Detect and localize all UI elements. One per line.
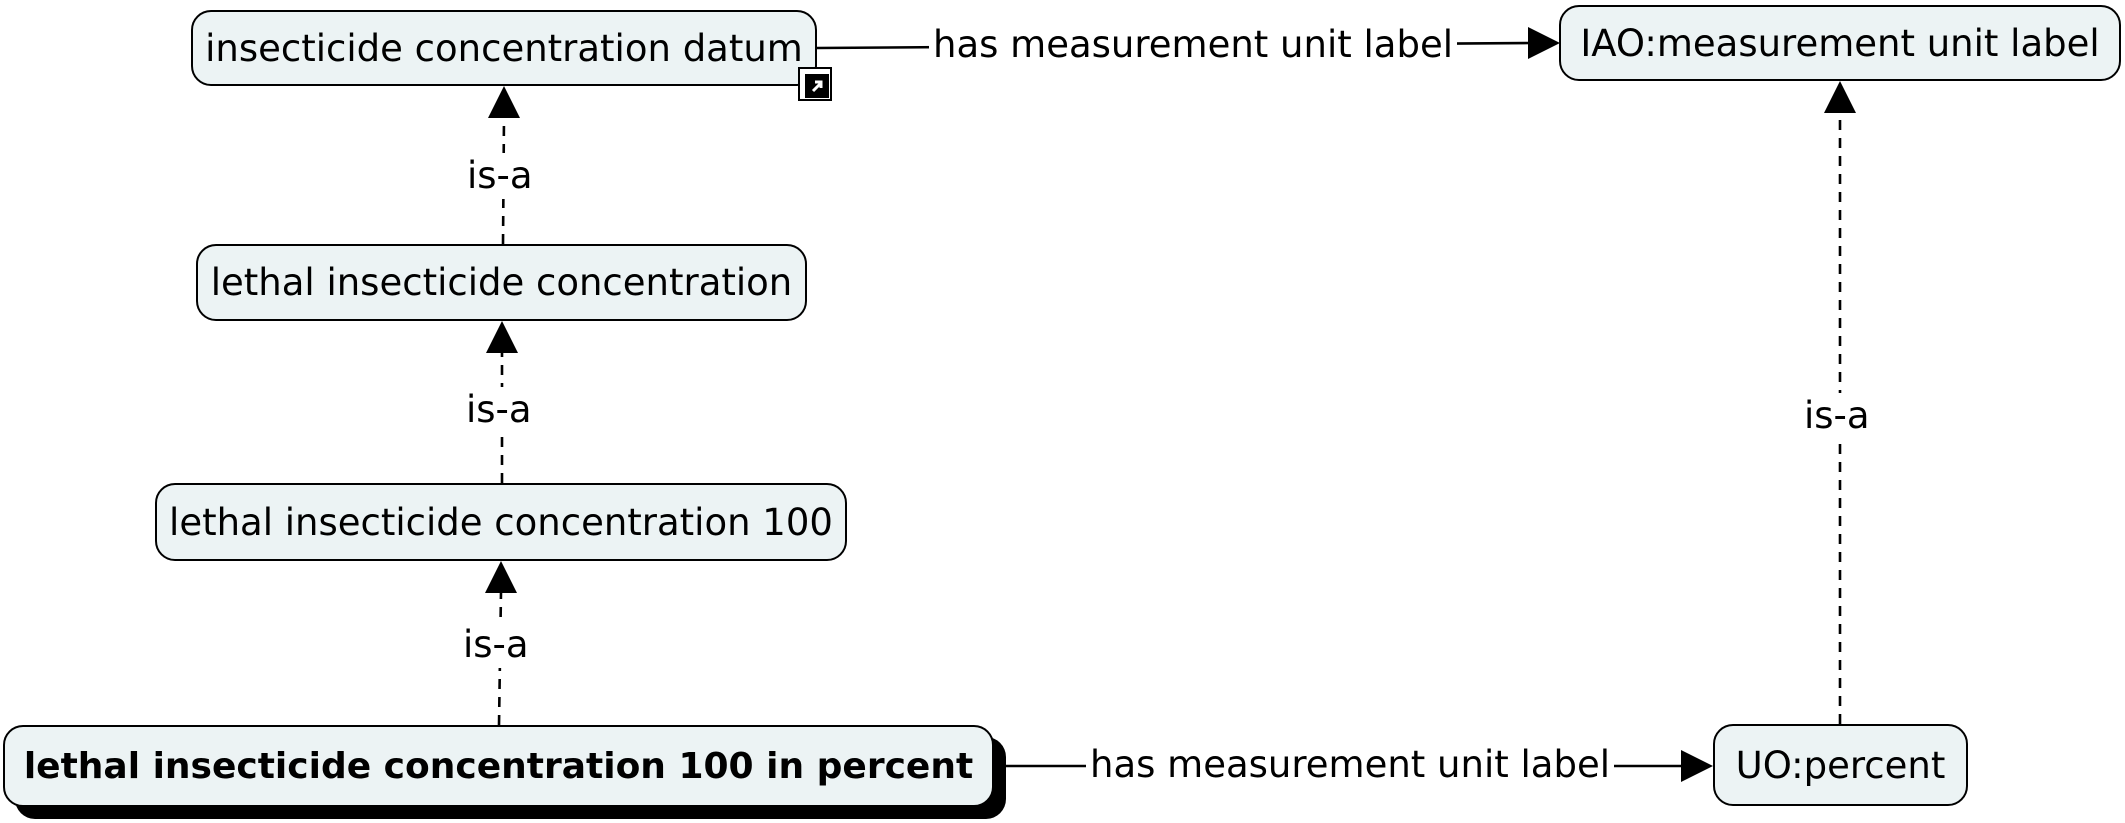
edge-is-a-lic-to-icd bbox=[501, 115, 506, 245]
arrowhead-icon bbox=[1824, 81, 1856, 113]
node-lethal-insecticide-concentration-100[interactable]: lethal insecticide concentration 100 bbox=[155, 483, 847, 561]
arrowhead-icon bbox=[1681, 750, 1713, 782]
edge-label-is-a: is-a bbox=[1800, 393, 1874, 439]
edge-label-is-a: is-a bbox=[459, 622, 533, 668]
node-label: insecticide concentration datum bbox=[205, 26, 803, 70]
node-iao-measurement-unit-label[interactable]: IAO:measurement unit label bbox=[1559, 5, 2121, 81]
shortcut-link-icon[interactable] bbox=[798, 67, 832, 101]
edge-is-a-lic100pct-to-lic100 bbox=[497, 591, 503, 726]
node-insecticide-concentration-datum[interactable]: insecticide concentration datum bbox=[191, 10, 817, 86]
node-label: IAO:measurement unit label bbox=[1580, 21, 2100, 65]
node-lethal-insecticide-concentration-100-in-percent[interactable]: lethal insecticide concentration 100 in … bbox=[3, 725, 994, 807]
node-label: lethal insecticide concentration bbox=[210, 261, 793, 304]
node-label: lethal insecticide concentration 100 in … bbox=[23, 745, 974, 787]
arrowhead-icon bbox=[1528, 27, 1560, 59]
node-lethal-insecticide-concentration[interactable]: lethal insecticide concentration bbox=[196, 244, 807, 321]
node-label: lethal insecticide concentration 100 bbox=[169, 500, 833, 544]
arrowhead-icon bbox=[488, 86, 520, 118]
arrowhead-icon bbox=[485, 561, 517, 593]
node-uo-percent[interactable]: UO:percent bbox=[1713, 724, 1968, 806]
arrowhead-icon bbox=[486, 321, 518, 353]
node-label: UO:percent bbox=[1735, 743, 1946, 787]
edge-label-is-a: is-a bbox=[463, 153, 537, 199]
edge-label-has-measurement-unit-label: has measurement unit label bbox=[929, 22, 1457, 68]
edge-label-is-a: is-a bbox=[462, 387, 536, 433]
edge-label-has-measurement-unit-label: has measurement unit label bbox=[1086, 742, 1614, 788]
